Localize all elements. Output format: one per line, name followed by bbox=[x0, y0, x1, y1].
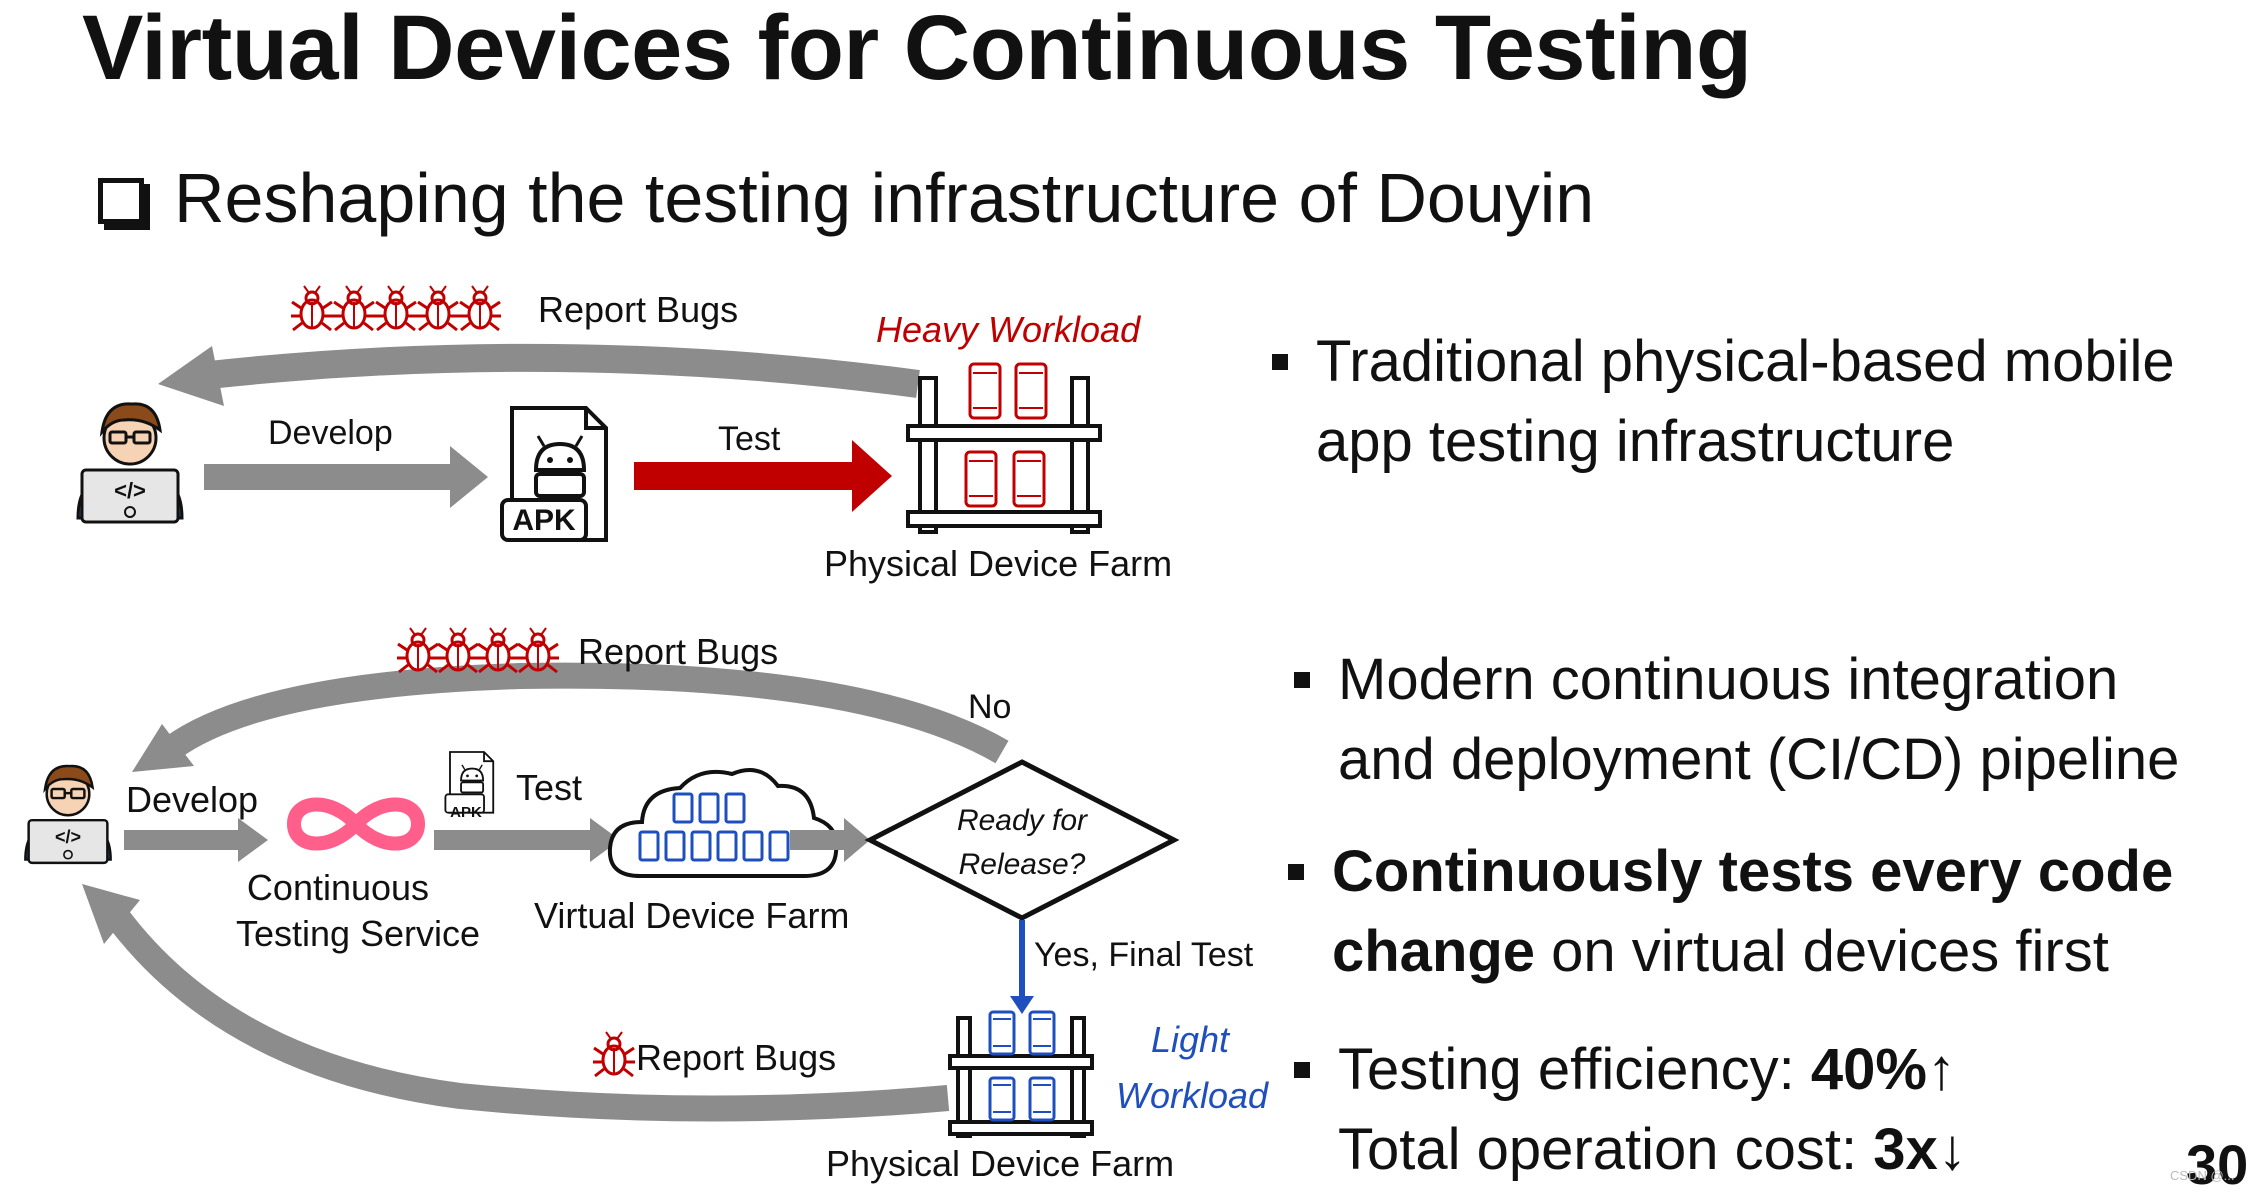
develop-arrowhead-top bbox=[450, 446, 488, 508]
apk-label-bottom: APK bbox=[450, 804, 482, 821]
test-arrowhead-bottom bbox=[590, 818, 620, 862]
light-workload-label-1: Light bbox=[1151, 1019, 1231, 1060]
develop-label-top: Develop bbox=[268, 414, 393, 452]
to-decision-arrow-shaft bbox=[790, 830, 848, 850]
developer-icon-bottom bbox=[24, 764, 112, 865]
physical-device-farm-top bbox=[906, 362, 1102, 534]
bullet-modern-line-1: Modern continuous integration bbox=[1338, 647, 2119, 712]
physical-device-farm-label-bottom: Physical Device Farm bbox=[826, 1143, 1174, 1184]
bug-icon-return bbox=[591, 1030, 637, 1078]
subtitle-text: Reshaping the testing infrastructure of … bbox=[174, 159, 1595, 237]
apk-label-top: APK bbox=[512, 504, 576, 537]
to-decision-arrowhead bbox=[844, 818, 870, 862]
test-arrow-shaft-top bbox=[634, 462, 858, 490]
subtitle: Reshaping the testing infrastructure of … bbox=[98, 158, 1594, 238]
bullet-square-icon bbox=[1294, 1062, 1310, 1078]
no-feedback-arrow bbox=[164, 662, 1009, 764]
test-arrowhead-top bbox=[852, 440, 892, 512]
bullet-traditional-line-1: Traditional physical-based mobile bbox=[1316, 329, 2175, 394]
bullet-continuous-bold: change bbox=[1332, 919, 1536, 984]
report-bugs-label-return: Report Bugs bbox=[636, 1037, 836, 1078]
ready-label-1: Ready for bbox=[957, 804, 1088, 837]
cost-label: Total operation cost: bbox=[1338, 1117, 1874, 1182]
checkbox-bullet-icon bbox=[98, 178, 144, 224]
cost-value: 3x↓ bbox=[1873, 1117, 1967, 1182]
no-feedback-arrowhead bbox=[132, 724, 194, 772]
light-workload-label-2: Workload bbox=[1116, 1075, 1269, 1116]
virtual-device-farm-label: Virtual Device Farm bbox=[534, 895, 849, 936]
continuous-testing-label-1: Continuous bbox=[247, 867, 429, 908]
test-arrow-shaft-bottom bbox=[434, 830, 594, 850]
develop-label-bottom: Develop bbox=[126, 779, 258, 820]
physical-device-farm-label-top: Physical Device Farm bbox=[824, 543, 1172, 584]
efficiency-value: 40%↑ bbox=[1810, 1037, 1956, 1102]
bullet-square-icon bbox=[1294, 672, 1310, 688]
bullet-modern: Modern continuous integration and deploy… bbox=[1294, 640, 2180, 800]
heavy-workload-label: Heavy Workload bbox=[876, 309, 1141, 350]
bug-icons-top bbox=[289, 284, 503, 332]
ready-for-release-diamond bbox=[864, 759, 1180, 921]
develop-arrow-shaft-top bbox=[204, 464, 456, 490]
bullet-modern-line-2: and deployment (CI/CD) pipeline bbox=[1338, 727, 2180, 792]
watermark: CSDN @... bbox=[2170, 1168, 2235, 1183]
physical-device-farm-bottom bbox=[948, 1010, 1094, 1138]
feedback-arrowhead-top bbox=[158, 346, 224, 406]
bullet-continuous-line-1: Continuously tests every code bbox=[1332, 839, 2174, 904]
report-bugs-return-arrow bbox=[107, 910, 950, 1122]
infinity-icon bbox=[287, 797, 425, 851]
bullet-square-icon bbox=[1288, 864, 1304, 880]
bullet-continuous: Continuously tests every code change on … bbox=[1288, 832, 2174, 992]
develop-arrow-shaft-bottom bbox=[124, 830, 242, 850]
test-label-bottom: Test bbox=[516, 767, 582, 808]
efficiency-label: Testing efficiency: bbox=[1338, 1037, 1811, 1102]
report-bugs-label-top: Report Bugs bbox=[538, 289, 738, 330]
bullet-traditional: Traditional physical-based mobile app te… bbox=[1272, 322, 2175, 482]
continuous-testing-label-2: Testing Service bbox=[236, 913, 480, 954]
bullet-continuous-rest: on virtual devices first bbox=[1535, 919, 2109, 984]
feedback-arrow-top bbox=[198, 343, 920, 398]
bullet-square-icon bbox=[1272, 354, 1288, 370]
no-label: No bbox=[968, 688, 1011, 726]
report-bugs-label-bottom: Report Bugs bbox=[578, 631, 778, 672]
test-label-top: Test bbox=[718, 420, 781, 458]
bullet-results: Testing efficiency: 40%↑ Total operation… bbox=[1294, 1030, 1967, 1190]
report-bugs-return-arrowhead bbox=[82, 884, 140, 944]
develop-arrowhead-bottom bbox=[238, 818, 268, 862]
ready-label-2: Release? bbox=[959, 848, 1086, 881]
virtual-device-farm-cloud bbox=[607, 768, 839, 878]
bullet-traditional-line-2: app testing infrastructure bbox=[1316, 409, 1955, 474]
developer-icon-top bbox=[76, 402, 184, 524]
page-number: 30 bbox=[2186, 1133, 2249, 1191]
yes-arrowhead bbox=[1010, 996, 1034, 1014]
yes-final-test-label: Yes, Final Test bbox=[1034, 936, 1254, 974]
page-title: Virtual Devices for Continuous Testing bbox=[82, 0, 1752, 99]
